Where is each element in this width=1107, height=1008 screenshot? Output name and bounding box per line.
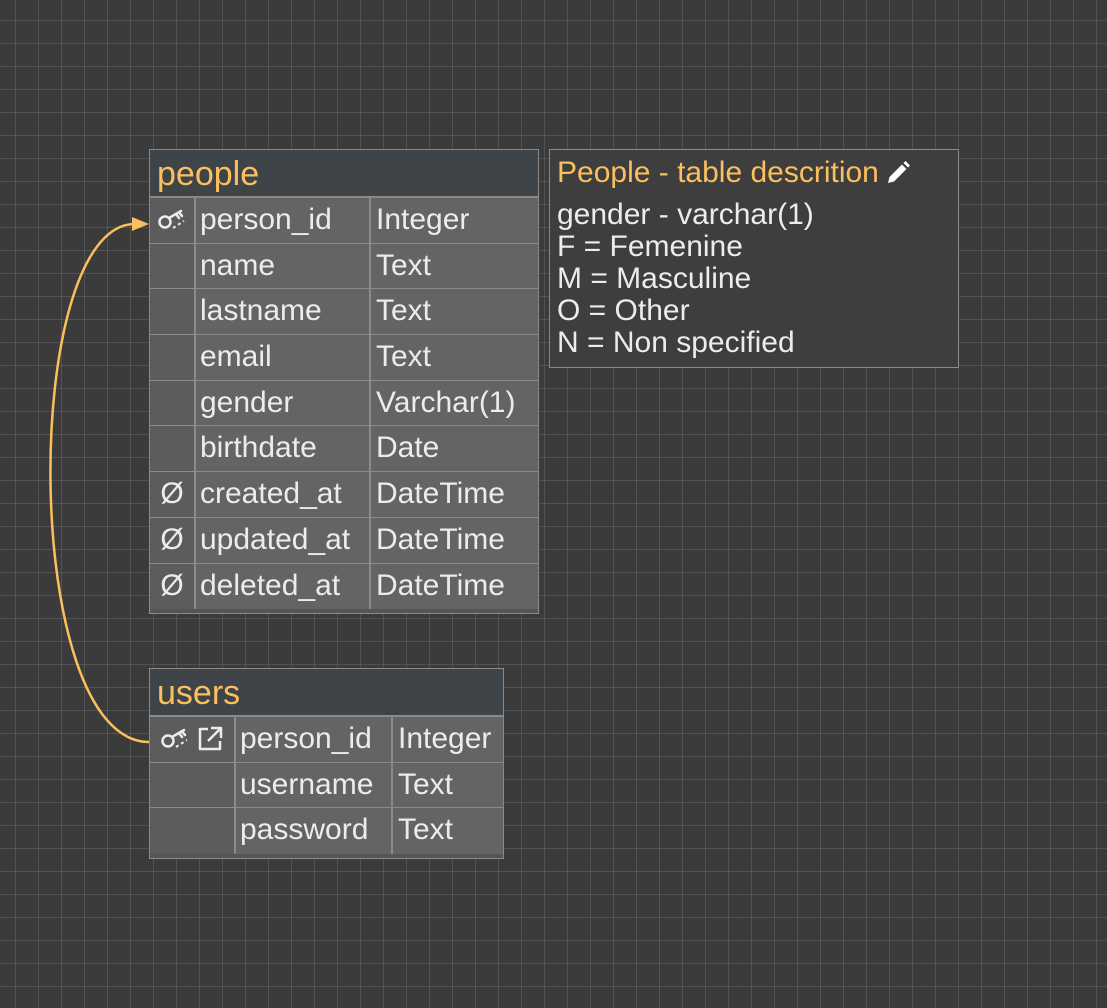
note-title: People - table descrition [557, 156, 879, 189]
column-name[interactable]: lastname [196, 289, 371, 335]
column-type[interactable]: Text [393, 808, 503, 855]
column-name[interactable]: gender [196, 380, 371, 426]
nullable-icon: Ø [160, 523, 184, 557]
people-table[interactable]: people person_id Integer name [149, 149, 539, 614]
relationship-arrowhead [132, 217, 149, 231]
column-name[interactable]: password [236, 808, 393, 855]
column-icons: Ø [150, 563, 196, 610]
people-column-row[interactable]: Ø updated_at DateTime [150, 517, 538, 564]
people-column-row[interactable]: gender Varchar(1) [150, 380, 538, 427]
column-type[interactable]: Integer [393, 717, 503, 762]
note-line: F = Femenine [557, 230, 743, 263]
users-table-title[interactable]: users [150, 669, 503, 717]
column-type[interactable]: Date [371, 426, 538, 472]
column-name[interactable]: person_id [236, 717, 393, 762]
note-line: O = Other [557, 294, 690, 327]
column-icons: Ø [150, 517, 196, 563]
column-name[interactable]: username [236, 762, 393, 808]
note-line: gender - varchar(1) [557, 198, 814, 231]
people-column-row[interactable]: Ø created_at DateTime [150, 472, 538, 518]
column-icons [150, 335, 196, 380]
column-name[interactable]: deleted_at [196, 563, 371, 610]
column-type[interactable]: DateTime [371, 563, 538, 610]
column-type[interactable]: Text [371, 289, 538, 335]
pencil-icon[interactable] [885, 160, 911, 186]
column-type[interactable]: Text [371, 243, 538, 289]
relationship-line[interactable] [49, 222, 150, 744]
column-type[interactable]: Varchar(1) [371, 380, 538, 426]
column-icons: Ø [150, 472, 196, 517]
note-title-bar: People - table descrition [557, 153, 951, 193]
key-icon [157, 206, 187, 234]
people-column-row[interactable]: name Text [150, 243, 538, 290]
users-table[interactable]: users [149, 668, 504, 859]
column-type[interactable]: DateTime [371, 517, 538, 563]
column-icons [150, 198, 196, 243]
column-type[interactable]: DateTime [371, 472, 538, 517]
people-column-row[interactable]: Ø deleted_at DateTime [150, 563, 538, 610]
column-type[interactable]: Integer [371, 198, 538, 243]
column-icons [150, 426, 196, 472]
foreign-key-link-icon[interactable] [196, 725, 224, 753]
column-icons [150, 717, 236, 762]
column-name[interactable]: birthdate [196, 426, 371, 472]
note-line: M = Masculine [557, 262, 752, 295]
note-line: N = Non specified [557, 326, 795, 359]
key-icon [160, 725, 190, 753]
column-name[interactable]: updated_at [196, 517, 371, 563]
people-column-row[interactable]: email Text [150, 335, 538, 381]
column-icons [150, 380, 196, 426]
nullable-icon: Ø [160, 569, 184, 603]
table-description-note[interactable]: People - table descrition gender - varch… [549, 149, 959, 368]
note-body: gender - varchar(1) F = Femenine M = Mas… [557, 199, 951, 359]
users-columns: person_id Integer username Text password… [150, 717, 503, 855]
people-column-row[interactable]: birthdate Date [150, 426, 538, 473]
people-column-row[interactable]: person_id Integer [150, 198, 538, 244]
column-icons [150, 243, 196, 289]
column-type[interactable]: Text [393, 762, 503, 808]
column-name[interactable]: created_at [196, 472, 371, 517]
column-icons [150, 808, 236, 855]
column-type[interactable]: Text [371, 335, 538, 380]
users-column-row[interactable]: person_id Integer [150, 717, 503, 763]
users-column-row[interactable]: username Text [150, 762, 503, 809]
column-icons [150, 289, 196, 335]
column-name[interactable]: name [196, 243, 371, 289]
column-icons [150, 762, 236, 808]
people-columns: person_id Integer name Text lastname Tex… [150, 198, 538, 610]
column-name[interactable]: email [196, 335, 371, 380]
column-name[interactable]: person_id [196, 198, 371, 243]
users-column-row[interactable]: password Text [150, 808, 503, 855]
nullable-icon: Ø [160, 477, 184, 511]
people-column-row[interactable]: lastname Text [150, 289, 538, 336]
people-table-title[interactable]: people [150, 150, 538, 198]
